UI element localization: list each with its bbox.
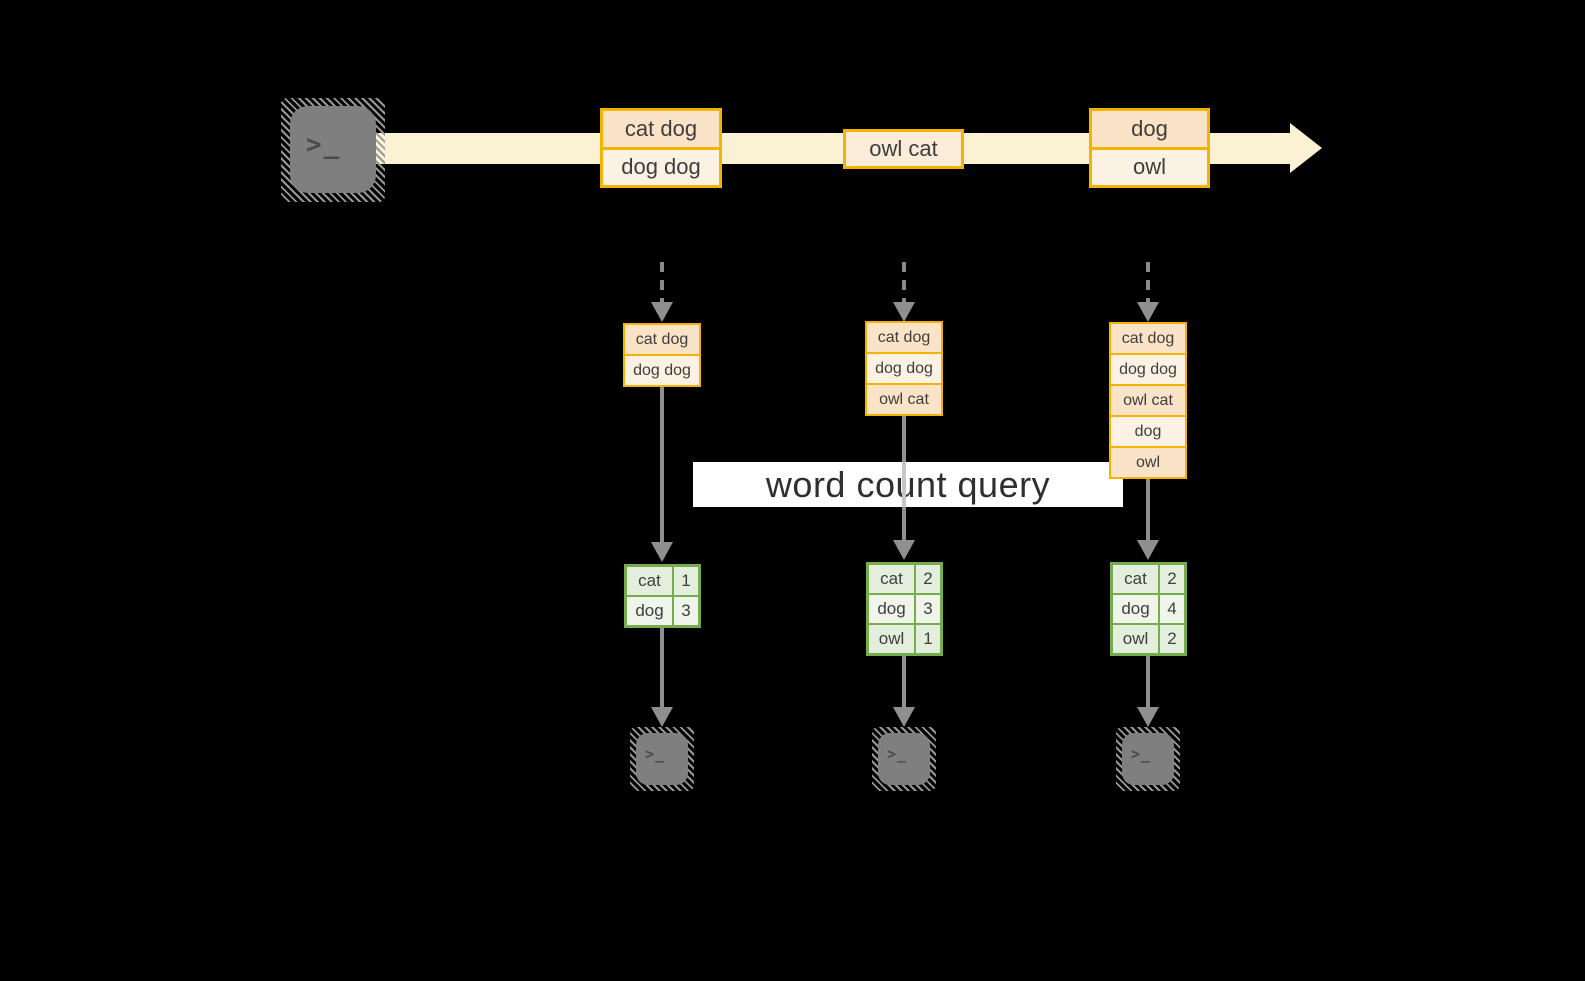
arrowhead-icon xyxy=(651,542,673,562)
output-terminal-icon: >_ xyxy=(1116,727,1180,791)
query-input-arrow xyxy=(902,416,906,462)
event-buffer-box-3: cat dog dog dog owl cat dog owl xyxy=(1109,322,1187,479)
count-cell: 1 xyxy=(674,567,698,595)
terminal-body: >_ xyxy=(1122,733,1174,785)
output-terminal-icon: >_ xyxy=(630,727,694,791)
arrowhead-icon xyxy=(893,302,915,322)
query-input-arrow xyxy=(1146,479,1150,540)
query-output-arrow xyxy=(660,628,664,707)
word-count-table-2: cat 2 dog 3 owl 1 xyxy=(866,562,943,656)
terminal-body: >_ xyxy=(290,106,376,193)
ingest-arrow-dashed xyxy=(660,262,664,304)
ingest-arrow-dashed xyxy=(902,262,906,304)
event-buffer-cell: dog dog xyxy=(625,354,699,385)
word-count-query-label: word count query xyxy=(765,463,1051,505)
terminal-prompt-glyph: >_ xyxy=(887,745,908,763)
terminal-prompt-glyph: >_ xyxy=(306,130,342,160)
event-buffer-cell: owl xyxy=(1111,446,1185,477)
event-buffer-cell: cat dog xyxy=(867,323,941,352)
word-cell: cat xyxy=(1113,565,1158,593)
arrowhead-icon xyxy=(893,707,915,727)
event-buffer-cell: owl cat xyxy=(1111,384,1185,415)
event-buffer-cell: owl cat xyxy=(867,383,941,414)
count-cell: 2 xyxy=(916,565,940,593)
arrowhead-icon xyxy=(651,302,673,322)
terminal-prompt-glyph: >_ xyxy=(645,745,666,763)
arrowhead-icon xyxy=(1137,540,1159,560)
arrowhead-icon xyxy=(651,707,673,727)
count-cell: 4 xyxy=(1160,595,1184,623)
query-output-arrow xyxy=(1146,656,1150,707)
stream-event-text: cat dog xyxy=(603,111,719,147)
word-cell: cat xyxy=(869,565,914,593)
query-input-arrow xyxy=(902,462,906,507)
word-count-table-3: cat 2 dog 4 owl 2 xyxy=(1110,562,1187,656)
word-cell: dog xyxy=(1113,595,1158,623)
event-stream-arrowhead-icon xyxy=(1290,123,1322,173)
arrowhead-icon xyxy=(893,540,915,560)
event-buffer-box-2: cat dog dog dog owl cat xyxy=(865,321,943,416)
stream-event-text: dog xyxy=(1092,111,1207,147)
stream-event-box-3: dog owl xyxy=(1089,108,1210,188)
count-cell: 2 xyxy=(1160,625,1184,653)
word-cell: dog xyxy=(869,595,914,623)
event-buffer-cell: cat dog xyxy=(1111,324,1185,353)
ingest-arrow-dashed xyxy=(1146,262,1150,304)
query-input-arrow xyxy=(902,507,906,540)
terminal-prompt-glyph: >_ xyxy=(1131,745,1152,763)
stream-event-text: owl xyxy=(1092,146,1207,185)
query-input-arrow xyxy=(660,387,664,542)
arrowhead-icon xyxy=(1137,302,1159,322)
event-buffer-box-1: cat dog dog dog xyxy=(623,323,701,387)
count-cell: 1 xyxy=(916,625,940,653)
event-buffer-cell: cat dog xyxy=(625,325,699,354)
terminal-body: >_ xyxy=(636,733,688,785)
count-cell: 3 xyxy=(674,597,698,625)
word-cell: dog xyxy=(627,597,672,625)
stream-event-box-1: cat dog dog dog xyxy=(600,108,722,188)
word-cell: owl xyxy=(869,625,914,653)
output-terminal-icon: >_ xyxy=(872,727,936,791)
terminal-body: >_ xyxy=(878,733,930,785)
query-output-arrow xyxy=(902,656,906,707)
stream-event-box-2: owl cat xyxy=(843,129,964,169)
word-cell: cat xyxy=(627,567,672,595)
count-cell: 2 xyxy=(1160,565,1184,593)
event-buffer-cell: dog dog xyxy=(867,352,941,383)
arrowhead-icon xyxy=(1137,707,1159,727)
stream-event-text: owl cat xyxy=(846,132,961,166)
word-count-table-1: cat 1 dog 3 xyxy=(624,564,701,628)
event-buffer-cell: dog dog xyxy=(1111,353,1185,384)
event-buffer-cell: dog xyxy=(1111,415,1185,446)
word-cell: owl xyxy=(1113,625,1158,653)
count-cell: 3 xyxy=(916,595,940,623)
source-terminal-icon: >_ xyxy=(281,98,385,202)
stream-event-text: dog dog xyxy=(603,146,719,185)
word-count-query-banner: word count query xyxy=(693,462,1123,507)
